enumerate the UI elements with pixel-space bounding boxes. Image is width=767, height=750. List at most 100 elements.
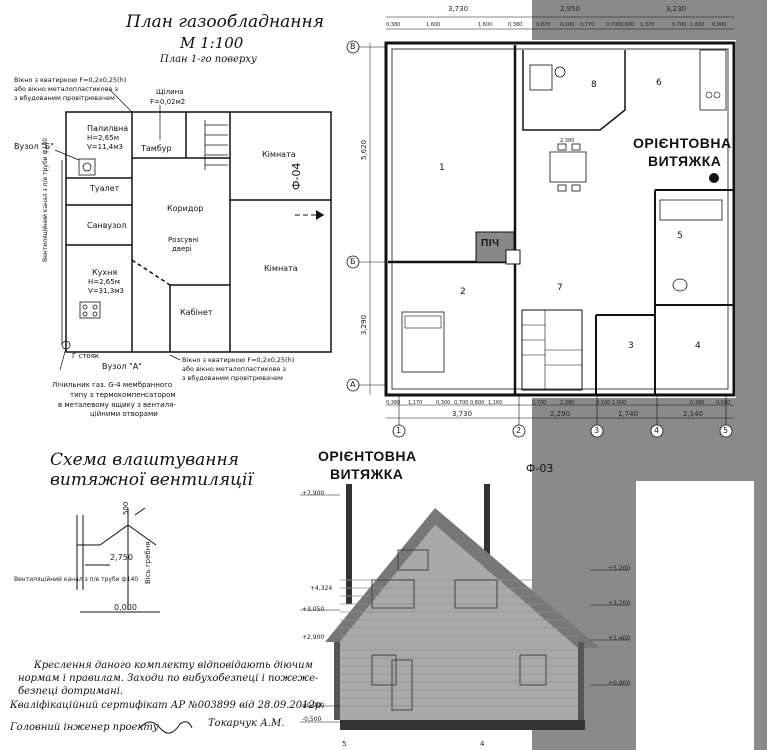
- scheme-vent-channel: Вентиляційний канал з п/е труби ф140: [14, 576, 139, 583]
- bottom-dim-4: 2,140: [683, 410, 704, 418]
- level-right-2: +3,700: [608, 600, 631, 607]
- small-dim-10: 1,800: [690, 22, 705, 28]
- kitchen-v: V=31,3м3: [88, 287, 124, 295]
- note-top-2: або вікно металопластикове з: [14, 85, 118, 93]
- left-stairs: [204, 120, 228, 170]
- top-dim-2: 2,950: [560, 5, 581, 13]
- node-b: Вузол "Б": [14, 142, 54, 151]
- engineer-name: Токарчук А.М.: [208, 718, 285, 729]
- room-num-8: 8: [591, 80, 597, 90]
- top-dim-3: 3,230: [666, 5, 687, 13]
- vestibule: Тамбур: [141, 144, 172, 153]
- small-dim-26: 0,380: [690, 400, 705, 406]
- note-line-2: нормам і правилам. Заходи по вибухобезпе…: [18, 673, 319, 684]
- level-right-3: +2,400: [608, 635, 631, 642]
- white-patch: [636, 481, 754, 750]
- plan-exhaust-2: ВИТЯЖКА: [648, 153, 722, 169]
- room-num-4: 4: [695, 341, 701, 351]
- right-plan: [355, 16, 736, 425]
- axis-col-2: 2: [516, 426, 522, 435]
- small-dim-9: 0,700: [672, 22, 687, 28]
- level-left-6: -0,500: [302, 716, 322, 723]
- top-dim-1: 3,730: [448, 5, 469, 13]
- level-right-1: +5,200: [608, 565, 631, 572]
- kitchen: Кухня: [92, 268, 118, 277]
- axis-col-4: 4: [654, 426, 660, 435]
- small-dim-14: 0,600: [620, 22, 635, 28]
- kitchen-h: Н=2,65м: [88, 278, 120, 286]
- stove-label: ПІЧ: [481, 238, 500, 249]
- left-plan-walls: [65, 111, 332, 353]
- note-bot-2: або вікно металопластикове з: [182, 365, 286, 373]
- small-dim-3: 1,600: [478, 22, 493, 28]
- leaders: [54, 89, 181, 371]
- small-dim-16: 0,380: [386, 400, 401, 406]
- room-num-6: 6: [656, 78, 662, 88]
- room-num-5: 5: [677, 231, 683, 241]
- scheme-dim-2750: 2,750: [110, 553, 133, 562]
- small-dim-11: 0,900: [712, 22, 727, 28]
- axis-row-b: Б: [350, 257, 356, 266]
- level-left-1: +7,900: [302, 490, 325, 497]
- facade-exhaust-1: ОРІЄНТОВНА: [318, 448, 417, 464]
- office: Кабінет: [180, 308, 213, 317]
- small-dim-8: 1,370: [640, 22, 655, 28]
- small-dim-2: 1,600: [426, 22, 441, 28]
- chief-engineer: Головний інженер проекту: [10, 722, 159, 733]
- axis-col-1: 1: [396, 426, 402, 435]
- scheme-level-000: 0,000: [114, 603, 137, 612]
- facade-drawing: [300, 484, 630, 730]
- meter-4: ційними отворами: [90, 410, 158, 418]
- small-dim-22: 0,700: [532, 400, 547, 406]
- arrow-marker: [316, 210, 324, 220]
- level-left-4: +2,900: [302, 634, 325, 641]
- plan-exhaust-1: ОРІЄНТОВНА: [633, 135, 732, 151]
- sliding-doors-2: двері: [172, 245, 192, 253]
- gap-value: F=0,02м2: [150, 98, 186, 106]
- side-dim-1: 5,620: [360, 139, 368, 160]
- room-num-7: 7: [557, 283, 563, 293]
- facade-mark-f03: Ф-03: [526, 462, 554, 475]
- room-bottom: Кімната: [264, 264, 298, 273]
- small-dim-6: 0,100: [560, 22, 575, 28]
- note-top-1: Вікно з кватиркою F=0,2х0,25(h): [14, 76, 127, 84]
- small-dim-20: 0,800: [470, 400, 485, 406]
- facade-axis-5: 5: [342, 740, 347, 748]
- note-bot-1: Вікно з кватиркою F=0,2х0,25(h): [182, 356, 295, 364]
- corridor: Коридор: [167, 204, 204, 213]
- certificate: Кваліфікаційний сертифікат АР №003899 ві…: [10, 700, 325, 711]
- gap-label: Щілина: [156, 88, 184, 96]
- facade-mark-f04: Ф-04: [290, 162, 303, 190]
- signature: [139, 721, 193, 734]
- small-dim-12: 0,700: [606, 22, 621, 28]
- level-left-3: +3,050: [302, 606, 325, 613]
- node-a: Вузол "А": [102, 362, 142, 371]
- note-top-3: з вбудованим провітрювачем: [14, 94, 115, 102]
- small-dim-4: 0,380: [508, 22, 523, 28]
- note-line-1: Креслення даного комплекту відповідають …: [34, 660, 313, 671]
- vent-scheme: [76, 507, 160, 613]
- side-dim-2: 3,290: [360, 314, 368, 335]
- bottom-dim-1: 3,730: [452, 410, 473, 418]
- small-dim-23: 2,380: [560, 400, 575, 406]
- facade-exhaust-2: ВИТЯЖКА: [330, 466, 404, 482]
- room-num-1: 1: [439, 163, 445, 173]
- plan-scale: М 1:100: [180, 34, 244, 52]
- small-dim-5: 0,870: [536, 22, 551, 28]
- room-num-2: 2: [460, 287, 466, 297]
- meter-1: Лічильник газ. G-4 мембранного: [52, 381, 173, 389]
- meter-3: в металевому ящику з вентиля-: [58, 401, 176, 409]
- sliding-doors-1: Розсувні: [168, 236, 199, 244]
- axis-col-3: 3: [594, 426, 600, 435]
- bathroom: Санвузол: [87, 221, 127, 230]
- toilet: Туалет: [90, 184, 120, 193]
- gray-overlay-top: [532, 0, 767, 40]
- note-bot-3: з вбудованим провітрювачем: [182, 374, 283, 382]
- axis-col-5: 5: [723, 426, 729, 435]
- axis-circles: [346, 40, 733, 438]
- scheme-dim-500: 500: [122, 501, 130, 515]
- plan-subtitle: План 1-го поверху: [160, 54, 257, 65]
- room-num-3: 3: [628, 341, 634, 351]
